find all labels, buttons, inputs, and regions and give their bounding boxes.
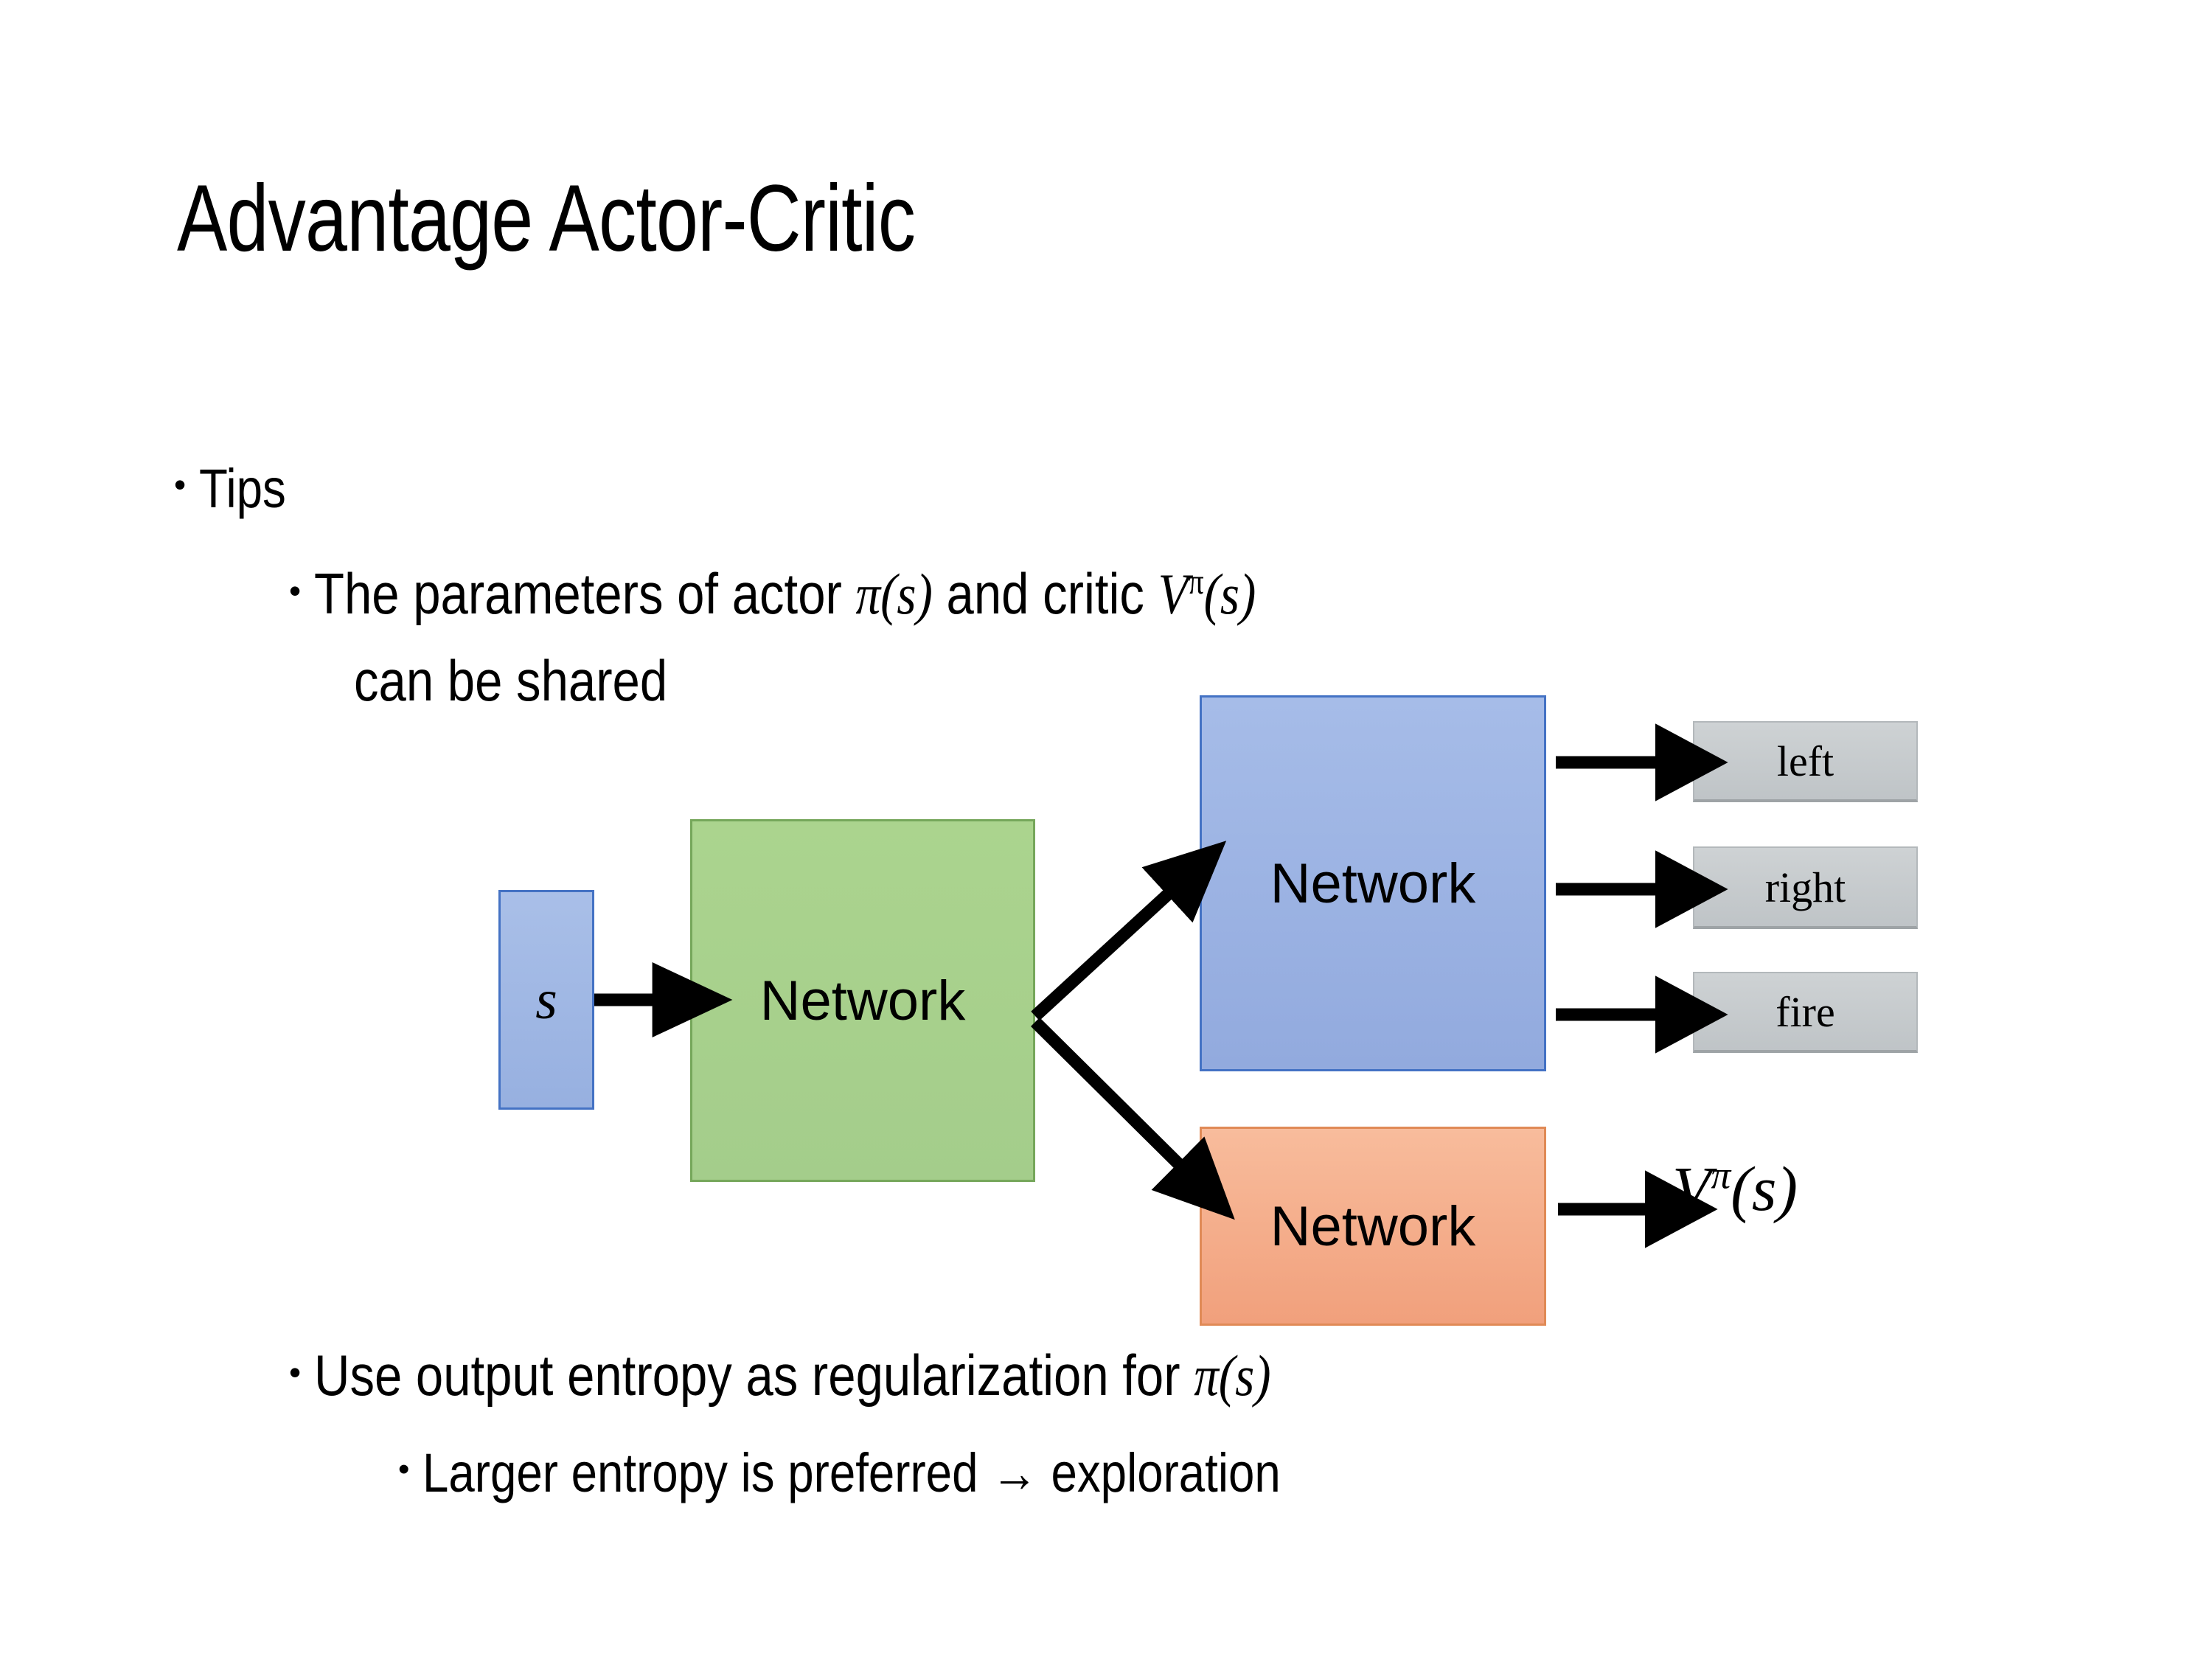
bullet-shared-parameters-continuation: can be shared [354, 647, 718, 714]
bullet-entropy-regularization: • Use output entropy as regularization f… [289, 1342, 1427, 1409]
bullet-dot-icon: • [289, 571, 302, 610]
v-argument: (s) [1731, 1153, 1798, 1224]
critic-network-box: Network [1200, 1127, 1546, 1326]
critic-output-label: Vπ(s) [1672, 1152, 1798, 1225]
text-run-mid: and critic [932, 561, 1158, 626]
bullet-dot-icon: • [174, 465, 187, 504]
input-state-label: s [535, 968, 557, 1031]
math-critic-value: Vπ(s) [1158, 562, 1256, 626]
shared-network-label: Network [759, 969, 966, 1032]
math-actor-policy: π(s) [856, 562, 933, 626]
bullet-tips-label: Tips [199, 458, 286, 519]
pi-argument: (s) [1218, 1343, 1271, 1408]
bullet-dot-icon: • [289, 1353, 302, 1391]
arrow-shared-to-actor [1031, 841, 1227, 1021]
action-box-right: right [1693, 846, 1918, 929]
text-run-pre: The parameters of actor [314, 561, 856, 626]
text-run-pre: Use output entropy as regularization for [314, 1343, 1194, 1408]
pi-argument: (s) [880, 562, 933, 626]
action-label-left: left [1776, 737, 1834, 785]
pi-symbol: π [855, 562, 881, 626]
v-superscript-pi: π [1188, 563, 1204, 602]
bullet-tips: • Tips [174, 457, 300, 520]
action-label-right: right [1764, 863, 1846, 911]
shared-network-box: Network [690, 819, 1035, 1182]
pi-symbol: π [1194, 1343, 1219, 1408]
bullet-shared-parameters-label: The parameters of actor π(s) and critic … [314, 560, 1256, 627]
bullet-larger-entropy-label: Larger entropy is preferred → exploratio… [422, 1442, 1281, 1503]
v-symbol: V [1672, 1153, 1711, 1224]
page-title: Advantage Actor-Critic [177, 166, 916, 271]
bullet-can-be-shared-label: can be shared [354, 648, 668, 713]
arrow-shared-to-critic [1031, 1017, 1235, 1220]
actor-network-box: Network [1200, 695, 1546, 1071]
bullet-shared-parameters: • The parameters of actor π(s) and criti… [289, 560, 1409, 627]
actor-network-label: Network [1270, 852, 1476, 915]
bullet-dot-icon: • [398, 1451, 410, 1487]
bullet-entropy-label: Use output entropy as regularization for… [314, 1342, 1271, 1409]
v-argument: (s) [1203, 562, 1256, 626]
critic-network-label: Network [1270, 1194, 1476, 1258]
action-box-left: left [1693, 721, 1918, 802]
action-label-fire: fire [1775, 987, 1835, 1036]
input-state-box: s [498, 890, 594, 1110]
action-box-fire: fire [1693, 972, 1918, 1053]
v-symbol: V [1158, 562, 1189, 626]
v-superscript-pi: π [1711, 1152, 1731, 1197]
bullet-larger-entropy: • Larger entropy is preferred → explorat… [398, 1441, 1421, 1504]
math-actor-policy: π(s) [1194, 1343, 1270, 1408]
